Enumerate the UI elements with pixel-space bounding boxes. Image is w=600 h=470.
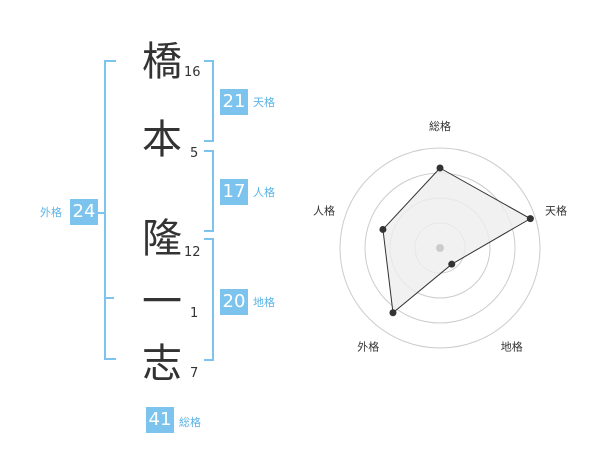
stroke-count-2: 5	[190, 146, 199, 161]
stroke-count-1: 16	[184, 65, 201, 80]
stroke-count-3: 12	[184, 245, 201, 260]
radar-point	[389, 309, 397, 317]
radar-point	[526, 215, 534, 223]
gaikaku-bracket	[104, 60, 116, 360]
tenkaku-bracket	[204, 60, 214, 142]
name-char-2: 本	[142, 117, 182, 163]
tenkaku-value: 21	[220, 89, 248, 115]
radar-point	[379, 225, 387, 233]
name-char-4: 一	[142, 279, 182, 325]
gaikaku-connector	[98, 212, 104, 214]
jinkaku-label: 人格	[253, 186, 275, 199]
radar-axis-label: 地格	[501, 340, 523, 354]
name-char-5: 志	[142, 341, 182, 387]
name-char-3: 隆	[142, 216, 182, 262]
gaikaku-value: 24	[70, 199, 98, 225]
radar-point	[448, 260, 456, 268]
jinkaku-value: 17	[220, 179, 248, 205]
radar-ring	[339, 147, 541, 349]
name-char-1: 橋	[142, 39, 182, 85]
tenkaku-label: 天格	[253, 96, 275, 109]
radar-center	[436, 244, 444, 252]
radar-axis-label: 総格	[429, 119, 451, 133]
radar-axis-label: 天格	[545, 203, 567, 217]
soukaku-label: 総格	[179, 416, 201, 429]
gaikaku-label: 外格	[40, 206, 62, 219]
gaikaku-bracket-mid	[104, 297, 114, 299]
radar-axis-label: 人格	[313, 203, 335, 217]
chikaku-value: 20	[220, 289, 248, 315]
radar-polygon	[382, 167, 532, 314]
jinkaku-bracket	[204, 150, 214, 232]
soukaku-value: 41	[146, 407, 174, 433]
chikaku-label: 地格	[253, 296, 275, 309]
radar-axis-label: 外格	[357, 340, 379, 354]
radar-point	[436, 164, 444, 172]
chikaku-bracket	[204, 238, 214, 361]
stroke-count-5: 7	[190, 366, 199, 381]
stroke-count-4: 1	[190, 306, 199, 321]
